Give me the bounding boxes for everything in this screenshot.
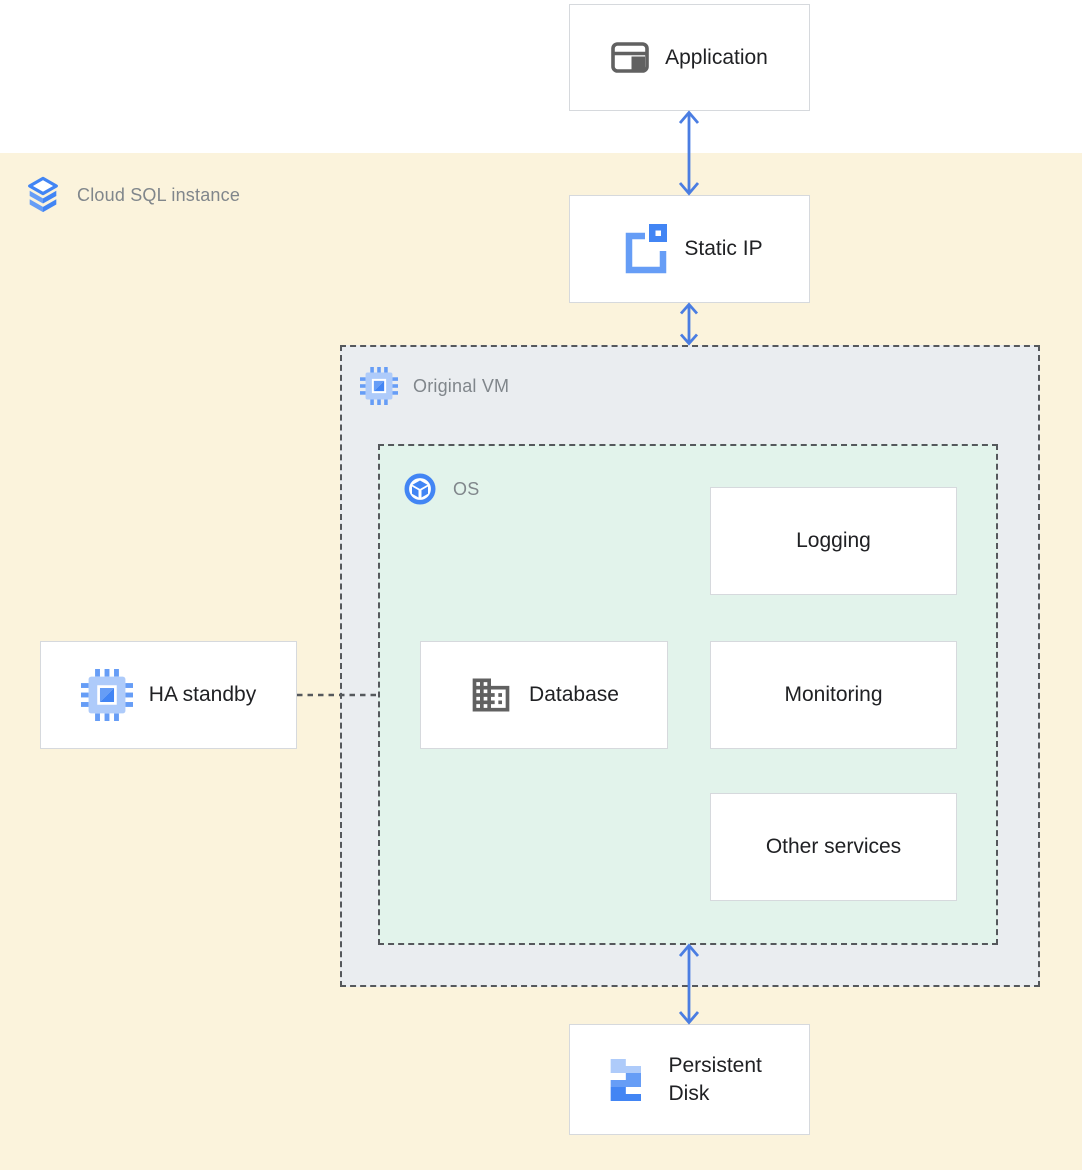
- static-ip-node: Static IP: [569, 195, 810, 303]
- application-label: Application: [665, 45, 768, 69]
- database-label: Database: [529, 683, 619, 706]
- persistent-disk-label: Persistent Disk: [668, 1053, 762, 1105]
- cloud-sql-zone-label-text: Cloud SQL instance: [77, 184, 241, 205]
- cloud-sql-icon: [24, 176, 62, 214]
- cloud-sql-zone-label: Cloud SQL instance: [24, 176, 240, 214]
- application-node: Application: [569, 4, 810, 111]
- original-vm-zone-label-text: Original VM: [413, 375, 510, 396]
- monitoring-node: Monitoring: [710, 641, 957, 749]
- os-zone-label-text: OS: [453, 478, 480, 499]
- other-services-node: Other services: [710, 793, 957, 901]
- arrow-application-static-ip: [675, 109, 703, 197]
- compute-engine-icon: [80, 669, 133, 721]
- other-services-label: Other services: [765, 835, 902, 858]
- arrow-vm-persistent-disk: [675, 942, 703, 1026]
- static-ip-label: Static IP: [684, 237, 763, 260]
- ha-standby-label: HA standby: [148, 683, 257, 706]
- os-icon: [402, 471, 438, 507]
- database-building-icon: [469, 673, 513, 717]
- arrow-static-ip-vm: [675, 301, 703, 347]
- monitoring-label: Monitoring: [784, 683, 883, 706]
- external-ip-icon: [616, 223, 668, 275]
- logging-label: Logging: [796, 529, 871, 552]
- os-zone-label: OS: [402, 471, 479, 507]
- connector-ha-standby-vm: [297, 692, 379, 698]
- persistent-disk-node: Persistent Disk: [569, 1024, 810, 1135]
- application-window-icon: [611, 42, 649, 73]
- compute-engine-icon: [360, 367, 398, 405]
- database-node: Database: [420, 641, 668, 749]
- ha-standby-node: HA standby: [40, 641, 297, 749]
- persistent-disk-icon: [599, 1052, 655, 1108]
- original-vm-zone-label: Original VM: [360, 367, 509, 405]
- logging-node: Logging: [710, 487, 957, 595]
